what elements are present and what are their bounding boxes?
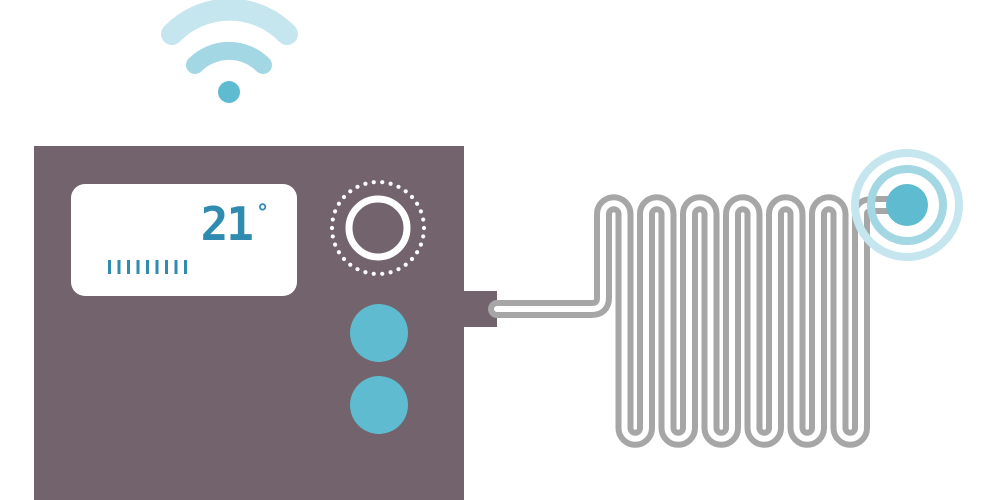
- dial-dot: [409, 256, 415, 262]
- wifi-inner-arc: [186, 41, 272, 74]
- coil-pipe-outer: [488, 194, 914, 448]
- dial-dot: [415, 201, 420, 206]
- dial-dot: [418, 242, 423, 247]
- dial-dot: [336, 201, 341, 206]
- level-bar: [127, 260, 130, 274]
- dial-dot: [388, 181, 393, 186]
- dial-dot: [421, 234, 426, 239]
- dial-ring[interactable]: [345, 195, 411, 261]
- dial-dot: [348, 262, 353, 267]
- sensor-outer-ring: [851, 149, 963, 261]
- wifi-outer-arc: [161, 0, 298, 45]
- dial-dot: [409, 194, 415, 200]
- dial-dot: [333, 242, 338, 247]
- dial-dot: [396, 184, 401, 189]
- dial-dot: [380, 180, 385, 185]
- heating-coil: [488, 194, 914, 448]
- dial-dot: [403, 189, 408, 194]
- wifi-dot: [218, 81, 240, 103]
- dial-dot: [329, 225, 335, 231]
- level-indicator-bars: [108, 260, 187, 274]
- sensor-icon: [851, 149, 963, 261]
- dial-dot: [341, 256, 347, 262]
- wifi-icon: [161, 0, 298, 103]
- dial-dot: [333, 209, 338, 214]
- dial-dot: [336, 250, 341, 255]
- level-bar: [146, 260, 149, 274]
- control-button-lower[interactable]: [350, 376, 408, 434]
- temperature-unit: °: [256, 201, 269, 226]
- sensor-core: [886, 184, 928, 226]
- dial-dot: [363, 181, 368, 186]
- temperature-readout: 21: [201, 197, 253, 251]
- level-bar: [155, 260, 159, 274]
- control-button-upper[interactable]: [350, 304, 408, 362]
- level-bar: [136, 260, 140, 274]
- dial-dot: [330, 234, 335, 239]
- dial-dots-ring: [329, 180, 427, 276]
- level-bar: [174, 260, 178, 274]
- dial-dot: [371, 180, 376, 185]
- dial-dot: [380, 271, 385, 276]
- coil-pipe-inner: [494, 200, 908, 442]
- level-bar: [184, 260, 187, 274]
- dial-dot: [388, 270, 393, 275]
- level-bar: [165, 260, 168, 274]
- dial-dot: [355, 267, 360, 272]
- dial-dot: [355, 184, 360, 189]
- dial-dot: [396, 267, 401, 272]
- dial-dot: [330, 217, 335, 222]
- level-bar: [108, 260, 111, 274]
- dial-dot: [363, 270, 368, 275]
- dial-dot: [418, 209, 423, 214]
- dial-dot: [421, 217, 426, 222]
- level-bar: [117, 260, 121, 274]
- sensor-middle-ring: [867, 165, 947, 245]
- dial-dot: [415, 250, 420, 255]
- dial-dot: [348, 189, 353, 194]
- dial-dot: [371, 271, 376, 276]
- dial-dot: [341, 194, 347, 200]
- control-dial-icon[interactable]: [329, 180, 427, 276]
- dial-dot: [403, 262, 408, 267]
- dial-dot: [421, 225, 427, 231]
